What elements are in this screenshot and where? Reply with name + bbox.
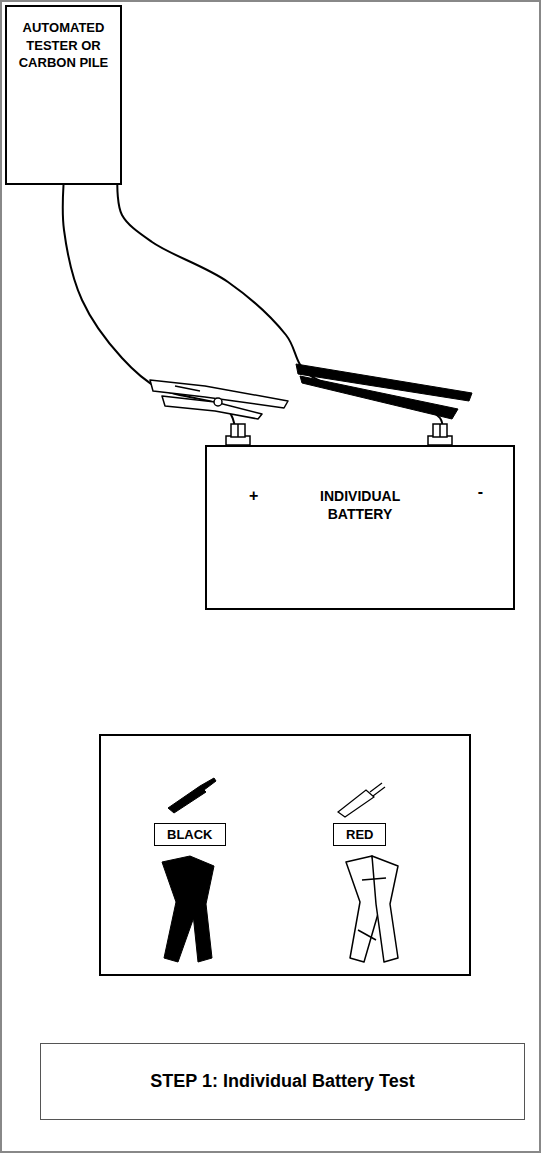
tester-box: AUTOMATED TESTER OR CARBON PILE <box>5 5 122 185</box>
red-clamp-icon <box>346 856 398 962</box>
black-clamp-icon <box>162 856 214 962</box>
red-clamp <box>150 380 288 419</box>
black-clamp <box>296 364 472 419</box>
black-plug-icon <box>168 778 216 813</box>
legend-label-box: RED <box>333 823 386 846</box>
polarity-sign: - <box>478 483 483 501</box>
box-label: BLACK <box>167 827 213 842</box>
caption: STEP 1: Individual Battery Test <box>150 1071 414 1092</box>
legend-label-box: BLACK <box>154 823 226 846</box>
negative-terminal <box>428 424 452 445</box>
battery-box: + INDIVIDUAL BATTERY - <box>205 445 515 610</box>
caption-box: STEP 1: Individual Battery Test <box>40 1043 525 1120</box>
test-cable <box>117 185 442 445</box>
box-label: RED <box>346 827 373 842</box>
box-label: AUTOMATED TESTER OR CARBON PILE <box>15 19 112 72</box>
legend-frame <box>100 735 470 975</box>
red-plug-icon <box>338 783 385 817</box>
positive-terminal <box>226 424 250 445</box>
battery-label: INDIVIDUAL BATTERY <box>320 487 400 523</box>
polarity-sign: + <box>249 487 258 505</box>
